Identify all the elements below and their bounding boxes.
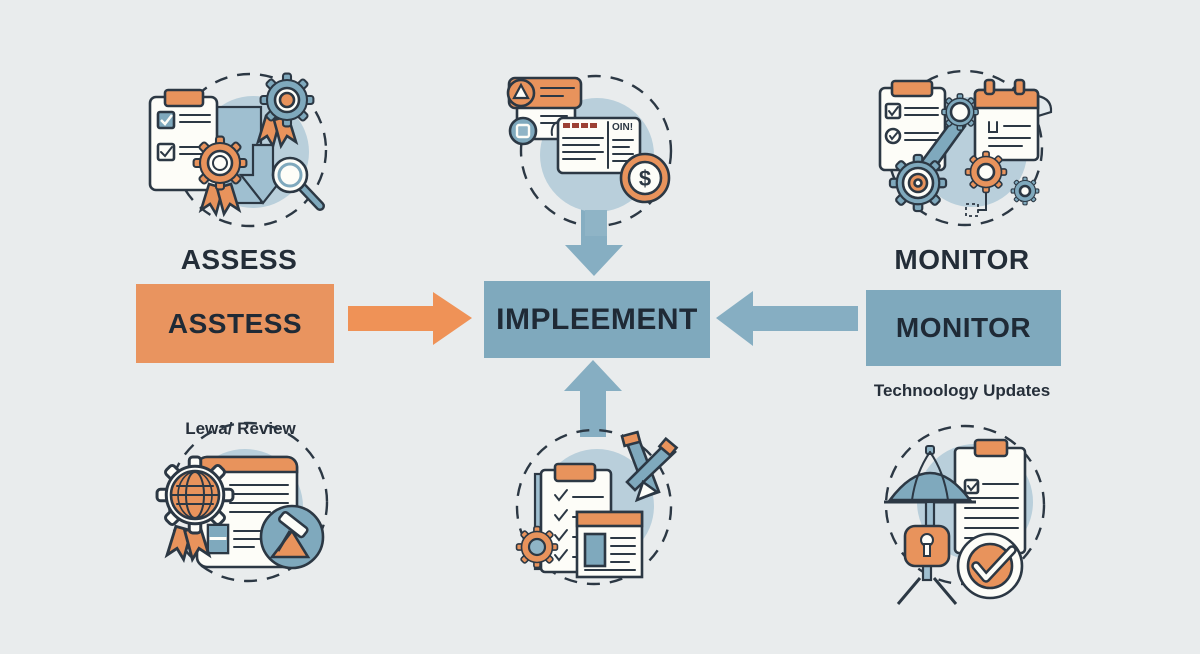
legal-review-label: Lewa/ Review (185, 419, 296, 438)
fold-arrow-icon (238, 143, 288, 205)
monitor-heading: MONITOR (894, 244, 1030, 275)
arrow-monitor-to-implement (716, 291, 858, 346)
assess-node-box: ASSTESS (136, 284, 334, 363)
umbrella-icon (884, 445, 976, 530)
technology-updates-label: Technoology Updates (873, 381, 1051, 400)
arrow-assess-to-implement (348, 292, 472, 345)
gavel-badge-icon (259, 504, 325, 570)
legal-review-gear-globe-document-gavel-icon (140, 415, 360, 600)
gear-small-blue-icon (941, 93, 979, 131)
monitoring-clipboard-calendar-gears-icon (862, 52, 1082, 237)
gear-large-blue-icon (888, 153, 948, 213)
lock-tripod-icon (896, 524, 958, 605)
gear-tiny-blue-icon (1010, 176, 1040, 206)
assess-heading: ASSESS (180, 244, 298, 275)
globe-gear-icon (155, 455, 235, 561)
gear-orange-icon (515, 525, 559, 569)
implementation-alert-browser-dollar-icon: OIN! $ (495, 60, 705, 238)
implement-node-box: IMPLEEMENT (484, 281, 710, 358)
document-icon (575, 510, 644, 579)
drafting-tool-icon (620, 430, 679, 503)
magnifier-icon (271, 156, 325, 211)
browser-glyph-text: OIN! (612, 122, 633, 133)
square-badge-icon (508, 116, 538, 146)
check-badge-icon (956, 532, 1024, 600)
implementation-checklist-document-tools-icon (497, 422, 702, 607)
clipboard-document-icon (953, 438, 1027, 555)
award-gear-orange-icon (192, 135, 248, 216)
assessment-clipboard-gears-magnifier-icon (125, 50, 370, 235)
award-gear-blue-icon (256, 72, 315, 148)
dollar-coin-icon: $ (619, 152, 671, 204)
clipboard-checklist-icon (878, 79, 947, 172)
browser-window-icon: OIN! (550, 116, 642, 175)
alert-card-icon (506, 76, 583, 110)
gear-orange-icon (964, 150, 1008, 194)
dollar-sign-text: $ (639, 166, 651, 191)
monitor-node-box: MONITOR (866, 290, 1061, 366)
calendar-icon (973, 78, 1053, 162)
protection-umbrella-lock-checklist-icon (868, 418, 1083, 608)
